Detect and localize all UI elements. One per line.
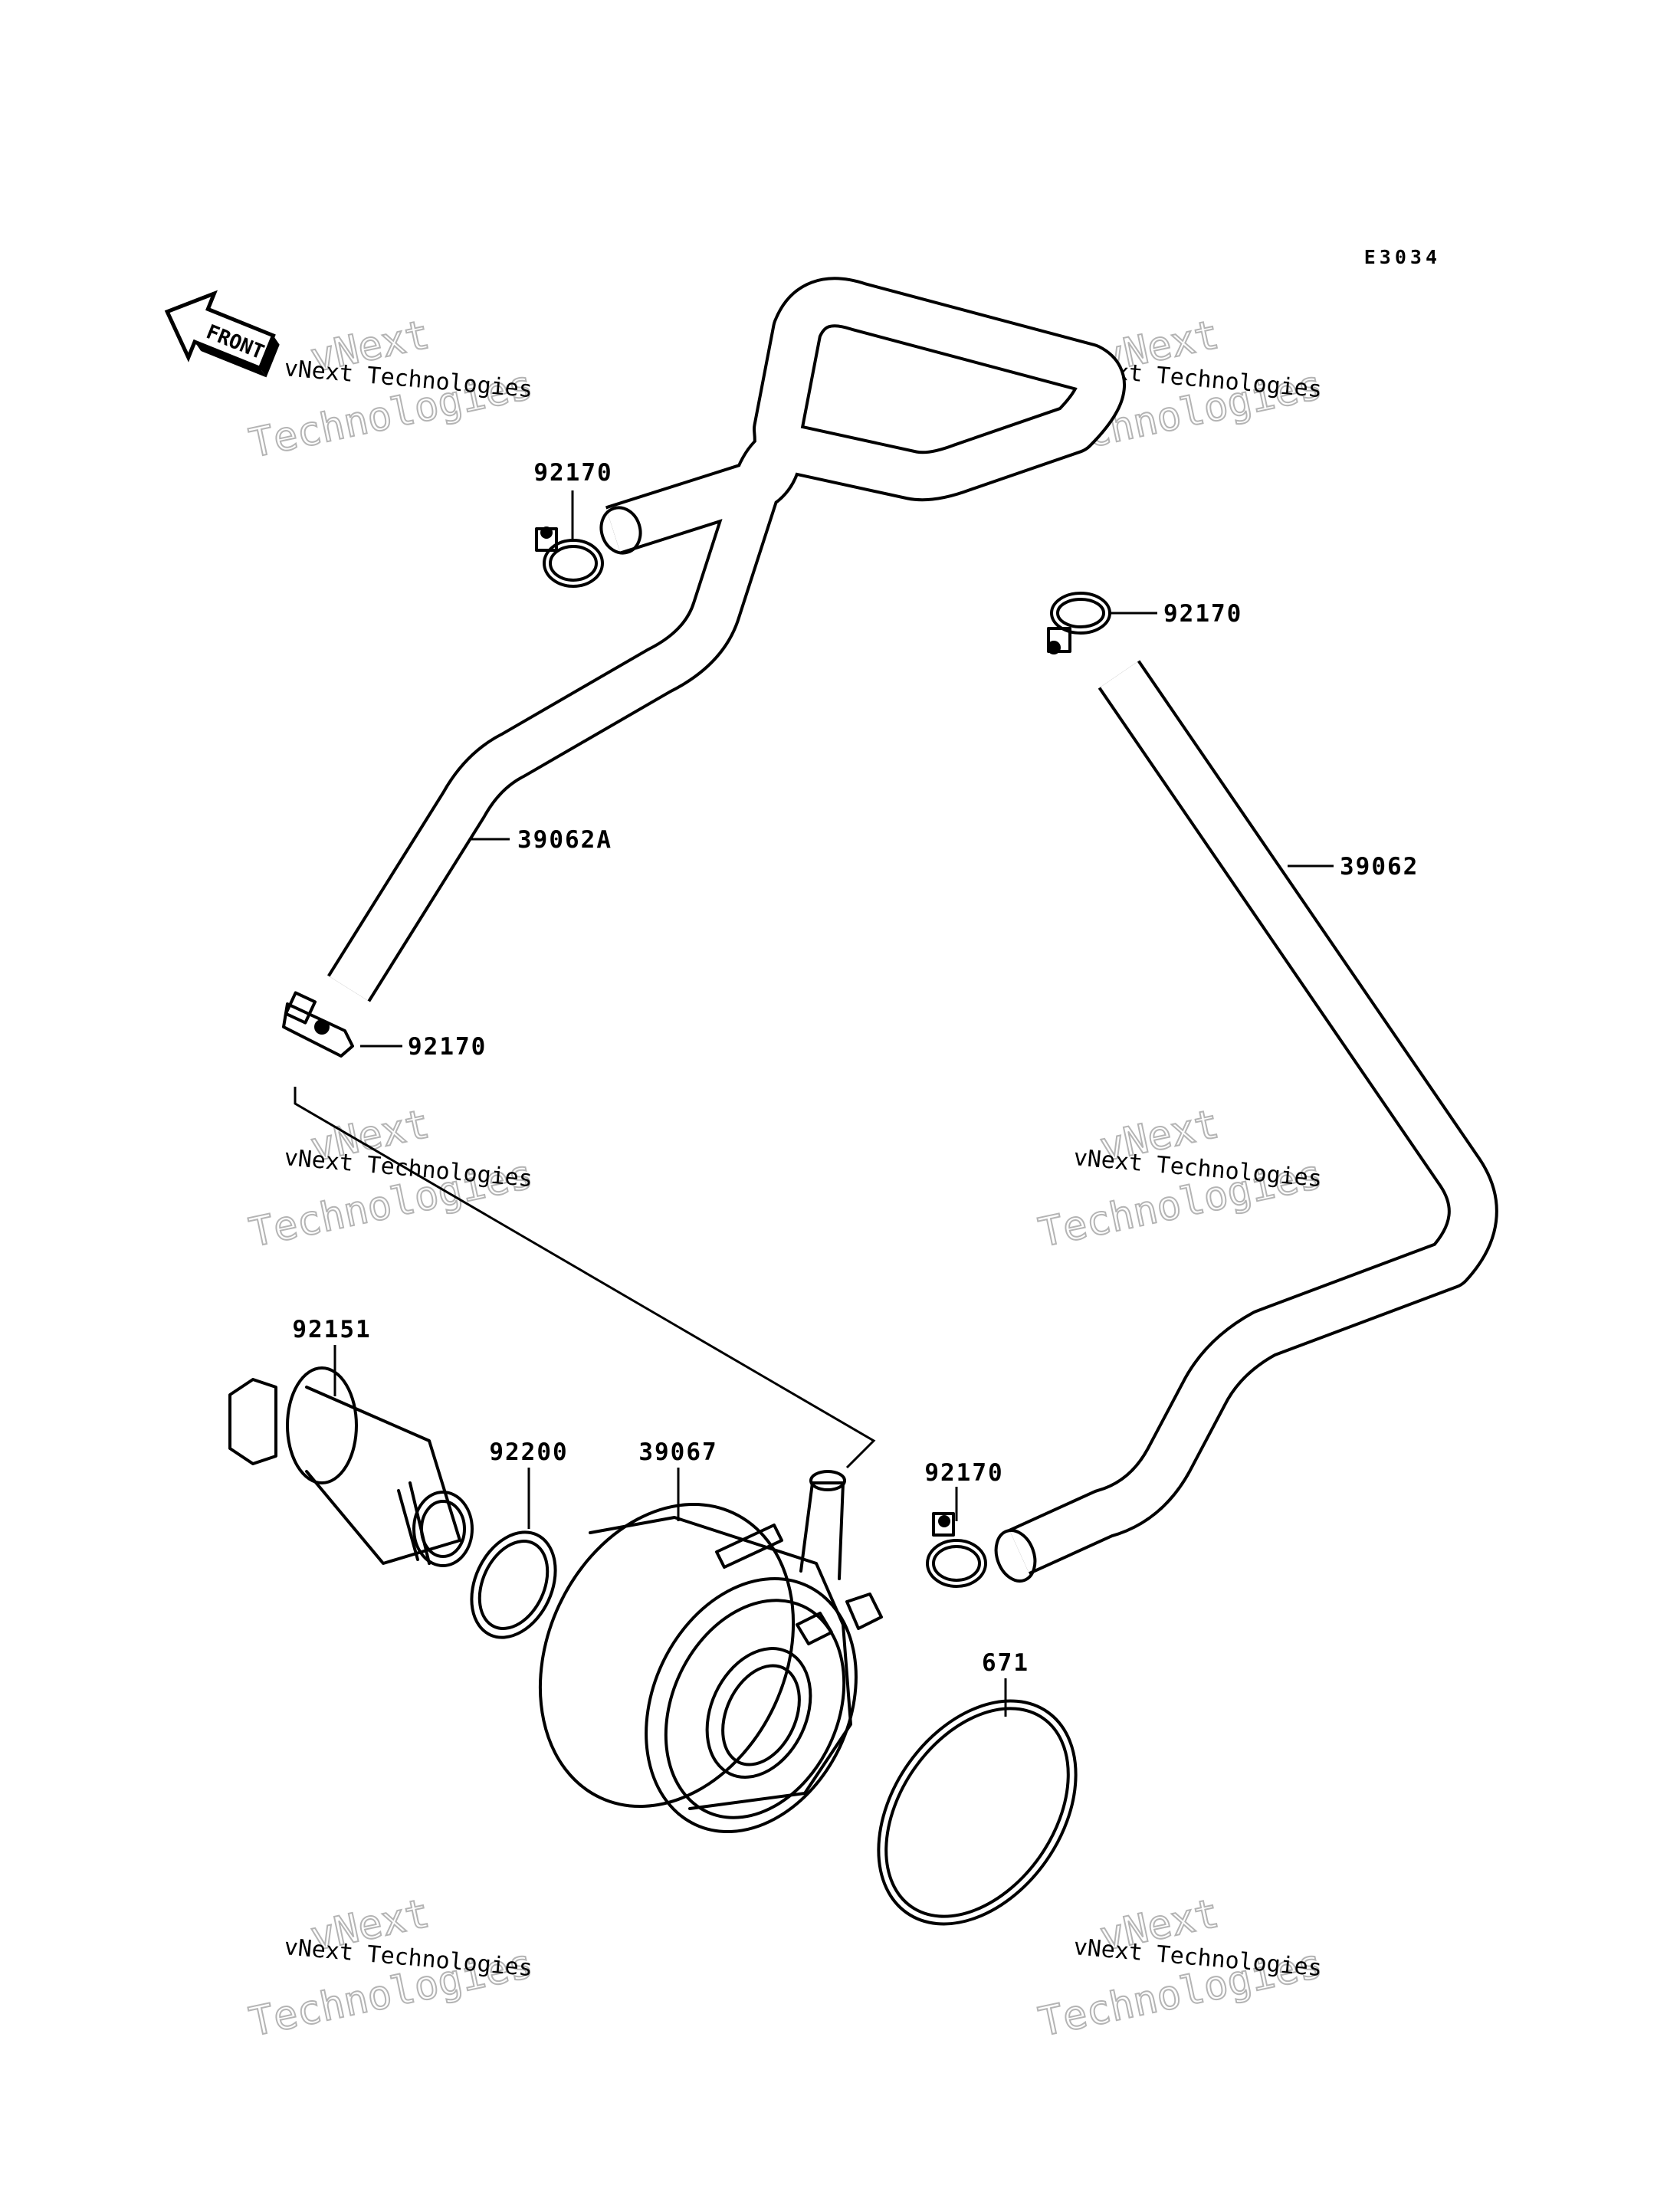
washer-92200 [470,1530,557,1639]
watermark-bottom-right: vNext Technologies vNext Technologies [1034,1890,1327,2047]
label-clamp-left: 92170 [408,1033,487,1061]
watermark-top-left: vNext Technologies vNext Technologies [244,311,537,468]
hose-clamp-cooler [926,1512,987,1588]
watermark-mid-left: vNext Technologies vNext Technologies [244,1100,537,1258]
hose-39062 [994,660,1498,1583]
label-clamp-top-right: 92170 [1163,600,1242,628]
label-union-bolt: 92151 [292,1316,371,1343]
diagram-code: E3034 [1364,246,1441,268]
label-hose-right: 39062 [1340,853,1419,881]
o-ring-671 [877,1699,1078,1926]
watermark-bottom-left: vNext Technologies vNext Technologies [244,1890,537,2047]
label-clamp-top-left: 92170 [533,459,612,487]
hose-clamp-left [282,991,354,1058]
label-o-ring: 671 [982,1649,1029,1677]
watermark-mid-right: vNext Technologies vNext Technologies [1034,1100,1327,1258]
leader-lines [294,490,1334,1717]
hose-39062a [327,277,1126,1002]
label-washer: 92200 [489,1438,568,1466]
hose-clamp-top-left [535,526,604,588]
hose-clamp-top-right [1047,592,1111,654]
label-clamp-cooler: 92170 [924,1459,1003,1487]
oil-cooler-39067 [538,1470,883,1834]
front-direction-arrow-icon: FRONT [164,290,280,378]
label-oil-cooler: 39067 [638,1438,717,1466]
label-hose-left: 39062A [517,826,612,854]
union-bolt-92151 [228,1366,474,1567]
